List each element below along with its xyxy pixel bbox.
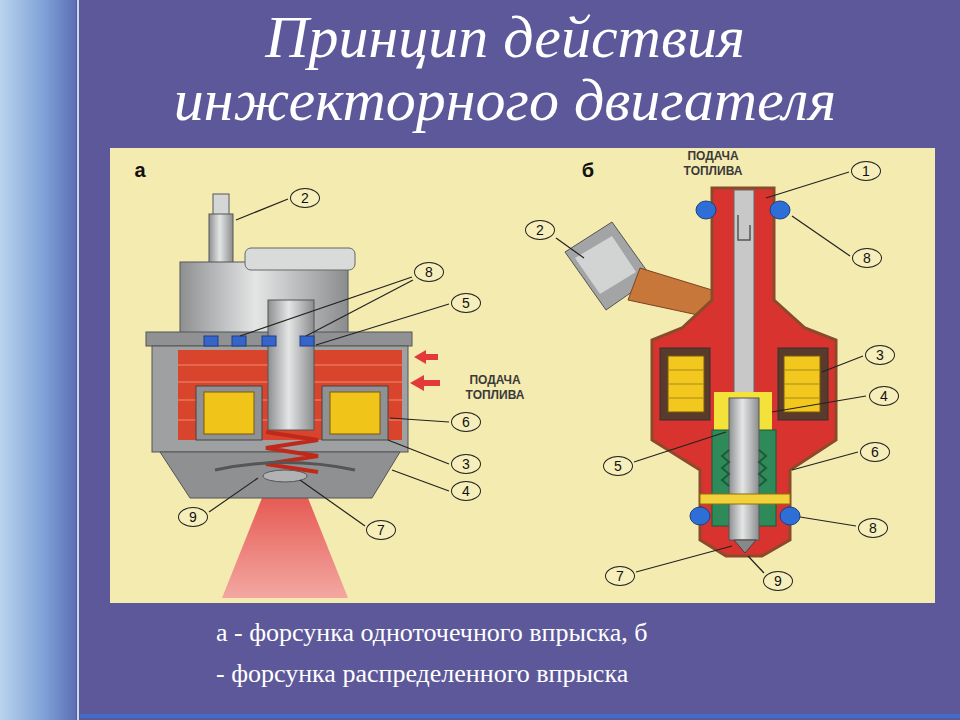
multi-point-injector — [556, 172, 866, 573]
leader-lines — [209, 199, 449, 526]
valve-plate — [215, 463, 355, 471]
flow-label: ПОДАЧА ТОПЛИВА — [676, 149, 750, 179]
coil-frame — [196, 386, 262, 440]
bottom-line — [80, 714, 960, 718]
callout-number: 4 — [451, 481, 481, 501]
needle — [729, 398, 759, 540]
seal-rings — [204, 336, 314, 346]
flow-label: ПОДАЧА ТОПЛИВА — [458, 373, 532, 403]
injector-body — [652, 188, 836, 556]
top-cap — [245, 248, 355, 270]
filter — [738, 215, 750, 240]
callout-number: 2 — [525, 220, 555, 240]
callout-number: 6 — [451, 412, 481, 432]
callout-number: 5 — [603, 456, 633, 476]
connector — [575, 236, 636, 294]
panel-letter: б — [582, 159, 594, 182]
o-ring — [696, 201, 716, 219]
callout-number: 8 — [414, 262, 444, 282]
fuel-tube — [734, 190, 754, 405]
leader-lines — [556, 172, 866, 573]
callout-number: 5 — [451, 293, 481, 313]
o-ring — [770, 201, 790, 219]
callout-number: 8 — [858, 518, 888, 538]
coil — [204, 392, 254, 434]
callout-number: 7 — [605, 566, 635, 586]
panel-letter: а — [134, 159, 145, 182]
picture-panel — [110, 148, 935, 603]
callout-number: 3 — [865, 345, 895, 365]
slide-caption: а - форсунка одноточечного впрыска, б - … — [216, 612, 836, 694]
callout-number: 6 — [860, 442, 890, 462]
coil-frame — [660, 348, 710, 420]
coil-frame — [322, 386, 388, 440]
terminal-pin — [213, 194, 229, 216]
coil — [330, 392, 380, 434]
nozzle-tip — [734, 540, 756, 553]
armature — [268, 300, 314, 430]
callout-number: 7 — [366, 520, 396, 540]
slide-title: Принцип действия инжекторного двигателя — [75, 6, 935, 132]
feed-arrows — [410, 350, 440, 391]
callout-number: 4 — [869, 386, 899, 406]
callout-number: 2 — [290, 188, 320, 208]
callout-number: 9 — [763, 571, 793, 591]
side-strip — [0, 0, 76, 720]
coil — [784, 356, 820, 412]
callout-number: 9 — [178, 507, 208, 527]
top-cylinder — [180, 262, 348, 334]
callout-number: 1 — [851, 161, 881, 181]
needle-ridges — [722, 450, 729, 486]
spacer-ring — [700, 494, 790, 504]
needle-ridges — [759, 450, 766, 486]
o-ring — [780, 507, 800, 525]
strip-line — [77, 0, 79, 720]
single-point-injector — [146, 194, 449, 598]
coil — [668, 356, 704, 412]
housing-bottom — [160, 452, 400, 498]
callout-number: 3 — [451, 454, 481, 474]
o-ring — [690, 507, 710, 525]
callout-number: 8 — [852, 248, 882, 268]
spring — [266, 432, 318, 472]
